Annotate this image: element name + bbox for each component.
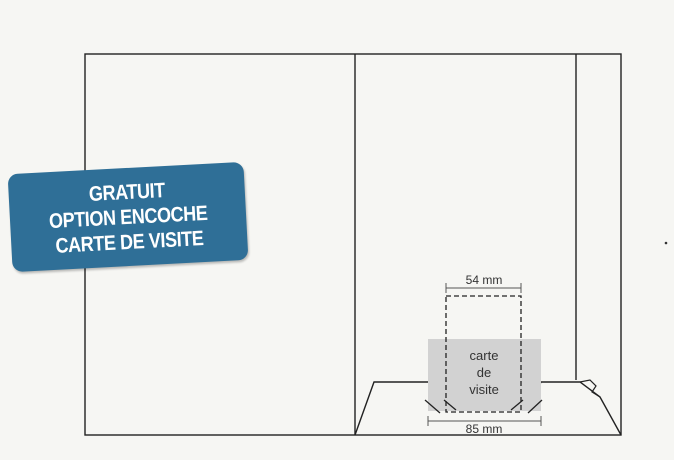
- business-card: [428, 339, 541, 411]
- free-notch-option-badge: GRATUIT OPTION ENCOCHE CARTE DE VISITE: [7, 161, 249, 273]
- card-label-line3: visite: [469, 382, 499, 397]
- dim-85-label: 85 mm: [466, 422, 503, 436]
- dim-54-label: 54 mm: [466, 273, 503, 287]
- card-dashed-outline: [445, 295, 522, 413]
- notch-slit-right: [527, 399, 543, 414]
- pocket-side-notch: [579, 379, 601, 398]
- notch-slit-left: [424, 399, 441, 414]
- pocket-outline-right: [531, 381, 622, 436]
- stray-dot: [664, 241, 668, 245]
- card-label-line1: carte: [470, 348, 499, 363]
- pocket-outline: [354, 381, 441, 436]
- card-label-line2: de: [477, 365, 491, 380]
